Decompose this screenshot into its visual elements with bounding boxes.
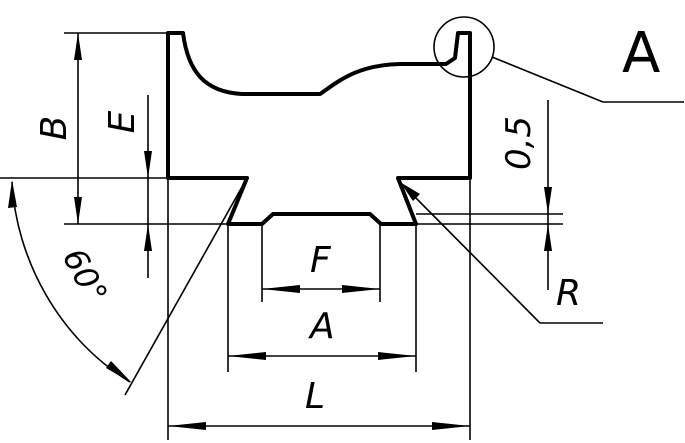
- dim-E-arrow-top: [144, 151, 152, 178]
- dim-A-label: A: [308, 306, 335, 347]
- ext-angle-line: [124, 177, 248, 396]
- dim-A-arrow-left: [228, 352, 266, 360]
- dim-offset-arrow-top: [544, 187, 552, 214]
- dim-L-label: L: [305, 376, 325, 417]
- dim-L-arrow-left: [168, 422, 206, 430]
- dim-angle-arrow-top: [8, 180, 17, 208]
- part-profile-outline: [166, 31, 472, 226]
- dim-B-arrow-bottom: [74, 197, 82, 224]
- dim-R-leader: [407, 189, 541, 324]
- dim-E-arrow-bottom: [144, 224, 152, 251]
- detail-circle: [433, 16, 495, 78]
- dim-A-arrow-right: [378, 352, 416, 360]
- dim-B-arrow-top: [74, 33, 82, 60]
- dim-offset-arrow-bottom: [544, 224, 552, 251]
- dim-F-label: F: [310, 240, 332, 281]
- detail-label: A: [622, 21, 660, 86]
- dim-E-label: E: [102, 110, 143, 133]
- dim-angle-arc: [11, 181, 131, 383]
- detail-leader: [491, 56, 604, 103]
- dim-R-label: R: [556, 273, 581, 314]
- dim-offset-label: 0,5: [499, 116, 539, 170]
- dim-R-arrow: [400, 182, 420, 201]
- dim-L-arrow-right: [432, 422, 470, 430]
- dim-angle-label: 60°: [55, 242, 115, 310]
- dim-B-label: B: [34, 116, 75, 141]
- dim-F-arrow-left: [262, 285, 300, 293]
- dim-F-arrow-right: [342, 285, 380, 293]
- dim-angle-arrow-bottom: [106, 361, 132, 383]
